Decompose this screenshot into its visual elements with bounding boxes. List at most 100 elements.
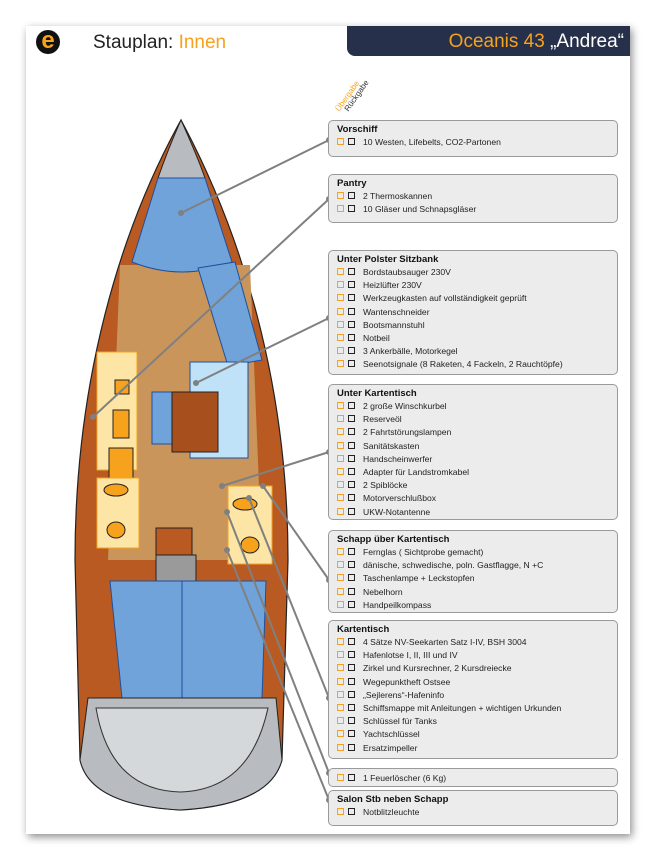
handover-checkbox[interactable] bbox=[337, 294, 344, 302]
handover-checkbox[interactable] bbox=[337, 690, 344, 698]
handover-checkbox[interactable] bbox=[337, 441, 344, 449]
handover-checkbox[interactable] bbox=[337, 507, 344, 515]
return-checkbox[interactable] bbox=[348, 454, 355, 462]
item-label: Ersatzimpeller bbox=[363, 742, 418, 753]
checklist-item: Notblitzleuchte bbox=[337, 806, 617, 819]
return-checkbox[interactable] bbox=[348, 717, 355, 725]
return-checkbox[interactable] bbox=[348, 468, 355, 476]
return-checkbox[interactable] bbox=[348, 494, 355, 502]
return-checkbox[interactable] bbox=[348, 808, 355, 815]
handover-checkbox[interactable] bbox=[337, 468, 344, 476]
return-checkbox[interactable] bbox=[348, 664, 355, 672]
handover-checkbox[interactable] bbox=[337, 651, 344, 659]
handover-checkbox[interactable] bbox=[337, 192, 344, 199]
return-checkbox[interactable] bbox=[348, 774, 355, 781]
handover-checkbox[interactable] bbox=[337, 704, 344, 712]
checklist-item: dänische, schwedische, poln. Gastflagge,… bbox=[337, 559, 617, 572]
return-checkbox[interactable] bbox=[348, 561, 355, 569]
return-checkbox[interactable] bbox=[348, 730, 355, 738]
handover-checkbox[interactable] bbox=[337, 481, 344, 489]
handover-checkbox[interactable] bbox=[337, 587, 344, 595]
checklist-item: Motorverschlußbox bbox=[337, 492, 617, 505]
return-checkbox[interactable] bbox=[348, 441, 355, 449]
return-checkbox[interactable] bbox=[348, 651, 355, 659]
handover-checkbox[interactable] bbox=[337, 428, 344, 436]
handover-checkbox[interactable] bbox=[337, 730, 344, 738]
checklist-item: Sanitätskasten bbox=[337, 440, 617, 453]
return-checkbox[interactable] bbox=[348, 428, 355, 436]
item-label: 2 Fahrtstörungslampen bbox=[363, 427, 452, 438]
handover-checkbox[interactable] bbox=[337, 743, 344, 751]
section-title: Schapp über Kartentisch bbox=[337, 534, 450, 545]
handover-checkbox[interactable] bbox=[337, 664, 344, 672]
return-checkbox[interactable] bbox=[348, 138, 355, 145]
return-checkbox[interactable] bbox=[348, 507, 355, 515]
return-checkbox[interactable] bbox=[348, 205, 355, 213]
handover-checkbox[interactable] bbox=[337, 638, 344, 645]
handover-checkbox[interactable] bbox=[337, 677, 344, 685]
checklist-item: 3 Ankerbälle, Motorkegel bbox=[337, 345, 617, 358]
return-checkbox[interactable] bbox=[348, 548, 355, 555]
handover-checkbox[interactable] bbox=[337, 347, 344, 355]
handover-checkbox[interactable] bbox=[337, 574, 344, 582]
item-label: Seenotsignale (8 Raketen, 4 Fackeln, 2 R… bbox=[363, 359, 563, 370]
item-label: UKW-Notantenne bbox=[363, 506, 431, 517]
storage-section: 1 Feuerlöscher (6 Kg) bbox=[328, 768, 618, 787]
handover-checkbox[interactable] bbox=[337, 360, 344, 368]
return-checkbox[interactable] bbox=[348, 415, 355, 423]
handover-checkbox[interactable] bbox=[337, 600, 344, 608]
handover-checkbox[interactable] bbox=[337, 808, 344, 815]
return-checkbox[interactable] bbox=[348, 294, 355, 302]
return-checkbox[interactable] bbox=[348, 704, 355, 712]
return-checkbox[interactable] bbox=[348, 307, 355, 315]
item-label: 1 Feuerlöscher (6 Kg) bbox=[363, 773, 447, 783]
item-label: „Sejlerens“-Hafeninfo bbox=[363, 689, 445, 700]
handover-checkbox[interactable] bbox=[337, 320, 344, 328]
return-checkbox[interactable] bbox=[348, 677, 355, 685]
return-checkbox[interactable] bbox=[348, 600, 355, 608]
handover-checkbox[interactable] bbox=[337, 454, 344, 462]
return-checkbox[interactable] bbox=[348, 402, 355, 409]
handover-checkbox[interactable] bbox=[337, 548, 344, 555]
return-checkbox[interactable] bbox=[348, 638, 355, 645]
settee-starboard bbox=[197, 261, 263, 367]
handover-checkbox[interactable] bbox=[337, 307, 344, 315]
checklist-item: Reserveöl bbox=[337, 413, 617, 426]
return-checkbox[interactable] bbox=[348, 347, 355, 355]
handover-checkbox[interactable] bbox=[337, 415, 344, 423]
handover-checkbox[interactable] bbox=[337, 334, 344, 342]
return-checkbox[interactable] bbox=[348, 281, 355, 289]
section-title: Vorschiff bbox=[337, 124, 378, 135]
item-label: Bootsmannstuhl bbox=[363, 319, 425, 330]
handover-checkbox[interactable] bbox=[337, 138, 344, 145]
return-checkbox[interactable] bbox=[348, 574, 355, 582]
logo: e bbox=[36, 27, 60, 54]
return-checkbox[interactable] bbox=[348, 743, 355, 751]
handover-checkbox[interactable] bbox=[337, 205, 344, 213]
return-checkbox[interactable] bbox=[348, 268, 355, 275]
handover-checkbox[interactable] bbox=[337, 268, 344, 275]
checklist-item: Wegepunktheft Ostsee bbox=[337, 676, 617, 689]
saloon-seat-left bbox=[151, 391, 173, 445]
handover-checkbox[interactable] bbox=[337, 561, 344, 569]
return-checkbox[interactable] bbox=[348, 481, 355, 489]
handover-checkbox[interactable] bbox=[337, 774, 344, 781]
handover-checkbox[interactable] bbox=[337, 281, 344, 289]
return-checkbox[interactable] bbox=[348, 192, 355, 199]
item-label: Heizlüfter 230V bbox=[363, 280, 422, 291]
return-checkbox[interactable] bbox=[348, 334, 355, 342]
return-checkbox[interactable] bbox=[348, 587, 355, 595]
return-checkbox[interactable] bbox=[348, 360, 355, 368]
handover-checkbox[interactable] bbox=[337, 494, 344, 502]
handover-checkbox[interactable] bbox=[337, 402, 344, 409]
return-checkbox[interactable] bbox=[348, 690, 355, 698]
return-checkbox[interactable] bbox=[348, 320, 355, 328]
handover-checkbox[interactable] bbox=[337, 717, 344, 725]
checklist-item: Ersatzimpeller bbox=[337, 742, 617, 755]
checklist-item: 10 Westen, Lifebelts, CO2-Partonen bbox=[337, 136, 617, 149]
checklist-item: Wantenschneider bbox=[337, 306, 617, 319]
